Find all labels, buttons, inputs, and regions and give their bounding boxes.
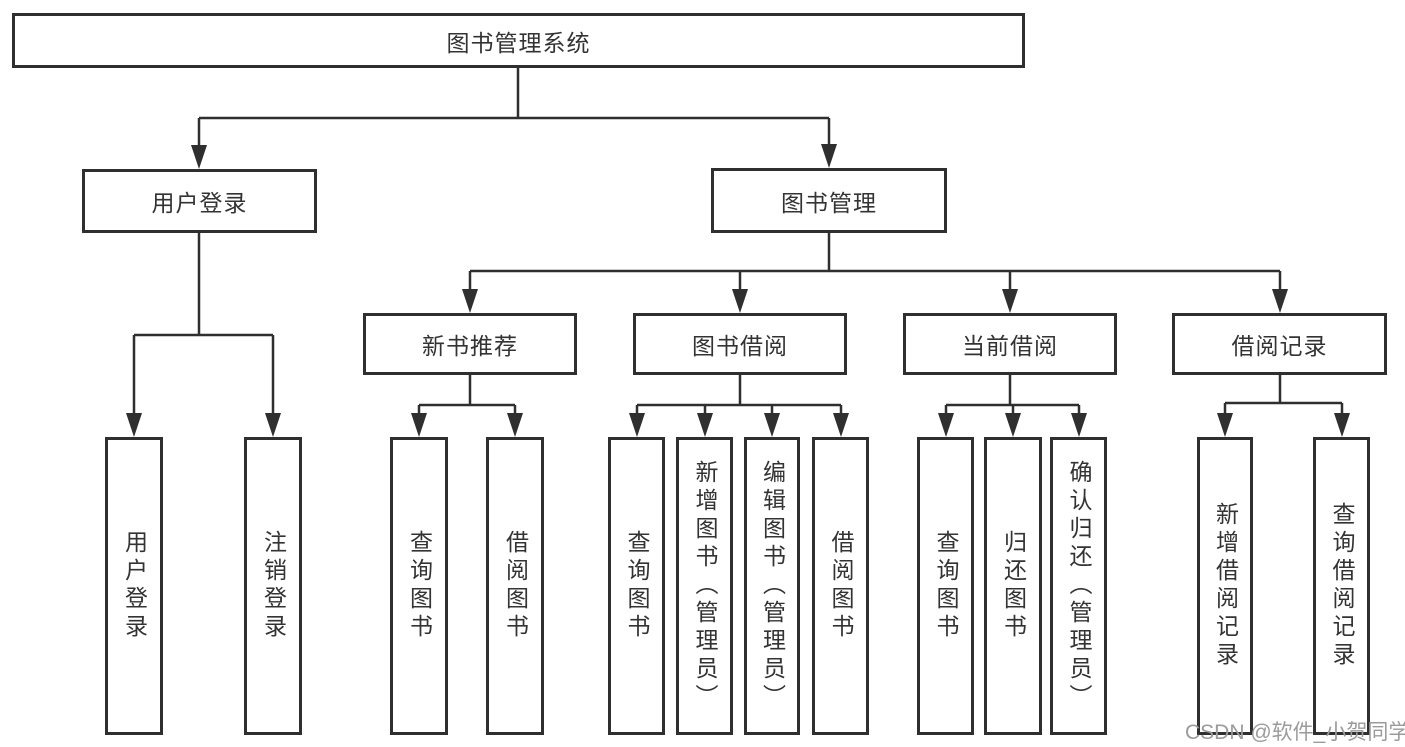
node-current-borrow-label: 当前借阅 xyxy=(962,333,1058,359)
leaf-query-books-current-label: 查询图书 xyxy=(933,530,959,642)
node-user-login-label: 用户登录 xyxy=(151,190,248,216)
leaf-edit-book-admin: 编辑图书（管理员） xyxy=(744,437,800,735)
arrow-down-icon xyxy=(821,144,837,168)
connector-book-borrow-to-leaves xyxy=(629,375,849,437)
arrow-down-icon xyxy=(697,413,713,437)
arrow-down-icon xyxy=(629,413,645,437)
arrow-down-icon xyxy=(1071,413,1087,437)
connector-root-to-level2 xyxy=(191,68,837,169)
leaf-user-login: 用户登录 xyxy=(105,437,163,735)
arrow-down-icon xyxy=(732,289,748,313)
arrow-down-icon xyxy=(265,413,281,437)
leaf-query-books-recommend: 查询图书 xyxy=(390,437,448,735)
node-root: 图书管理系统 xyxy=(12,13,1025,68)
arrow-down-icon xyxy=(1272,289,1288,313)
leaf-add-book-admin: 新增图书（管理员） xyxy=(676,437,733,735)
leaf-return-book: 归还图书 xyxy=(984,437,1042,735)
leaf-query-borrow-record-label: 查询借阅记录 xyxy=(1329,502,1355,670)
leaf-user-login-label: 用户登录 xyxy=(121,530,148,642)
node-book-borrow: 图书借阅 xyxy=(633,313,847,375)
arrow-down-icon xyxy=(507,413,523,437)
leaf-borrow-books-recommend: 借阅图书 xyxy=(486,437,544,735)
arrow-down-icon xyxy=(1334,413,1350,437)
node-new-book-recommend: 新书推荐 xyxy=(363,313,577,375)
leaf-confirm-return-admin-label: 确认归还（管理员） xyxy=(1066,460,1092,712)
connector-new-book-recommend-to-leaves xyxy=(411,375,523,437)
node-book-borrow-label: 图书借阅 xyxy=(692,333,788,359)
arrow-down-icon xyxy=(1002,289,1018,313)
leaf-borrow-books-recommend-label: 借阅图书 xyxy=(502,530,529,642)
connector-current-borrow-to-leaves xyxy=(938,375,1087,437)
arrow-down-icon xyxy=(462,289,478,313)
arrow-down-icon xyxy=(411,413,427,437)
arrow-down-icon xyxy=(833,413,849,437)
leaf-query-books-borrow: 查询图书 xyxy=(608,437,665,735)
leaf-add-borrow-record-label: 新增借阅记录 xyxy=(1212,502,1239,670)
arrow-down-icon xyxy=(126,413,142,437)
leaf-borrow-books-borrow-label: 借阅图书 xyxy=(828,530,854,642)
watermark: CSDN @软件_小贺同学 xyxy=(1185,721,1405,744)
leaf-query-books-current: 查询图书 xyxy=(917,437,974,735)
leaf-edit-book-admin-label: 编辑图书（管理员） xyxy=(759,460,786,712)
leaf-query-books-borrow-label: 查询图书 xyxy=(624,530,650,642)
node-book-management: 图书管理 xyxy=(711,168,947,233)
leaf-return-book-label: 归还图书 xyxy=(1000,530,1027,642)
node-book-management-label: 图书管理 xyxy=(781,189,877,216)
connector-borrow-records-to-leaves xyxy=(1217,375,1350,437)
leaf-confirm-return-admin: 确认归还（管理员） xyxy=(1050,437,1107,735)
leaf-add-borrow-record: 新增借阅记录 xyxy=(1197,437,1253,735)
node-user-login: 用户登录 xyxy=(82,169,317,233)
leaf-logout-label: 注销登录 xyxy=(260,530,287,642)
arrow-down-icon xyxy=(1217,413,1233,437)
arrow-down-icon xyxy=(191,145,207,169)
node-current-borrow: 当前借阅 xyxy=(903,313,1117,375)
leaf-query-books-recommend-label: 查询图书 xyxy=(406,530,433,642)
leaf-logout: 注销登录 xyxy=(244,437,302,735)
node-new-book-recommend-label: 新书推荐 xyxy=(422,333,518,359)
leaf-query-borrow-record: 查询借阅记录 xyxy=(1313,437,1370,735)
node-root-label: 图书管理系统 xyxy=(446,29,591,56)
connector-book-management-to-level3 xyxy=(462,233,1288,313)
arrow-down-icon xyxy=(1005,413,1021,437)
arrow-down-icon xyxy=(764,413,780,437)
arrow-down-icon xyxy=(938,413,954,437)
node-borrow-records: 借阅记录 xyxy=(1172,313,1387,375)
leaf-borrow-books-borrow: 借阅图书 xyxy=(812,437,869,735)
connector-user-login-to-leaves xyxy=(126,233,281,437)
node-borrow-records-label: 借阅记录 xyxy=(1231,333,1328,359)
leaf-add-book-admin-label: 新增图书（管理员） xyxy=(692,460,718,712)
